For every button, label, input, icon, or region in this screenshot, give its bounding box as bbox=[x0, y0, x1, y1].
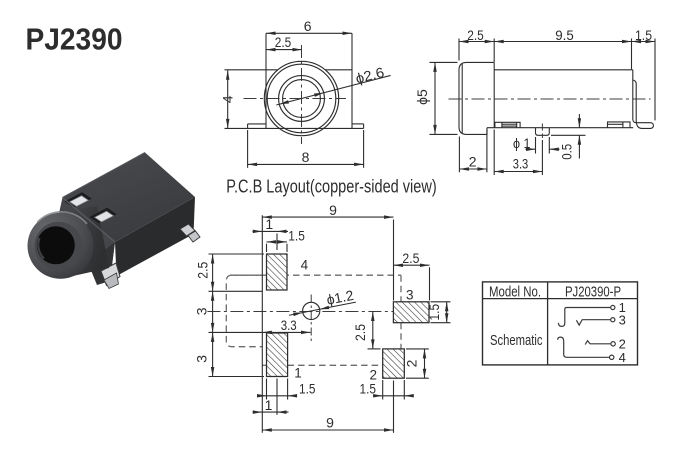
svg-text:PJ20390-P: PJ20390-P bbox=[565, 283, 621, 300]
svg-text:1.5: 1.5 bbox=[635, 27, 652, 43]
svg-text:ϕ1.2: ϕ1.2 bbox=[325, 287, 355, 308]
svg-text:2.5: 2.5 bbox=[402, 250, 419, 266]
svg-text:3: 3 bbox=[194, 355, 210, 363]
svg-text:3.3: 3.3 bbox=[281, 317, 297, 333]
svg-text:8: 8 bbox=[302, 149, 310, 165]
svg-text:1: 1 bbox=[294, 365, 302, 380]
svg-text:ϕ2.6: ϕ2.6 bbox=[354, 64, 386, 87]
svg-text:1: 1 bbox=[265, 397, 273, 413]
svg-text:2: 2 bbox=[403, 359, 419, 367]
svg-text:PJ2390: PJ2390 bbox=[26, 23, 123, 57]
svg-text:4: 4 bbox=[220, 95, 236, 103]
svg-text:9.5: 9.5 bbox=[555, 27, 574, 43]
svg-text:2.5: 2.5 bbox=[352, 324, 368, 341]
svg-text:9: 9 bbox=[329, 202, 337, 218]
svg-text:0.5: 0.5 bbox=[559, 144, 575, 160]
svg-text:9: 9 bbox=[326, 415, 334, 431]
svg-text:6: 6 bbox=[304, 18, 312, 34]
svg-text:3: 3 bbox=[619, 312, 626, 327]
svg-text:1: 1 bbox=[619, 300, 626, 315]
svg-text:ϕ5: ϕ5 bbox=[414, 89, 430, 105]
svg-text:2.5: 2.5 bbox=[194, 262, 210, 279]
svg-text:1.5: 1.5 bbox=[426, 304, 442, 321]
svg-text:2: 2 bbox=[469, 154, 477, 170]
svg-text:3.3: 3.3 bbox=[513, 155, 529, 171]
svg-text:1: 1 bbox=[265, 216, 273, 232]
svg-text:4: 4 bbox=[619, 350, 626, 365]
svg-text:1.5: 1.5 bbox=[288, 228, 305, 244]
svg-text:3: 3 bbox=[406, 287, 414, 302]
svg-text:Model No.: Model No. bbox=[489, 283, 541, 300]
svg-text:2: 2 bbox=[619, 337, 626, 352]
svg-text:2: 2 bbox=[369, 367, 377, 382]
svg-text:2.5: 2.5 bbox=[467, 27, 484, 43]
svg-text:1.5: 1.5 bbox=[360, 381, 377, 397]
svg-text:4: 4 bbox=[301, 258, 309, 273]
svg-text:P.C.B Layout(copper-sided view: P.C.B Layout(copper-sided view) bbox=[226, 177, 437, 197]
svg-text:1.5: 1.5 bbox=[299, 381, 316, 397]
svg-text:3: 3 bbox=[194, 307, 210, 315]
svg-text:ϕ 1: ϕ 1 bbox=[513, 135, 531, 151]
svg-text:2.5: 2.5 bbox=[275, 34, 292, 50]
svg-text:Schematic: Schematic bbox=[490, 332, 543, 349]
